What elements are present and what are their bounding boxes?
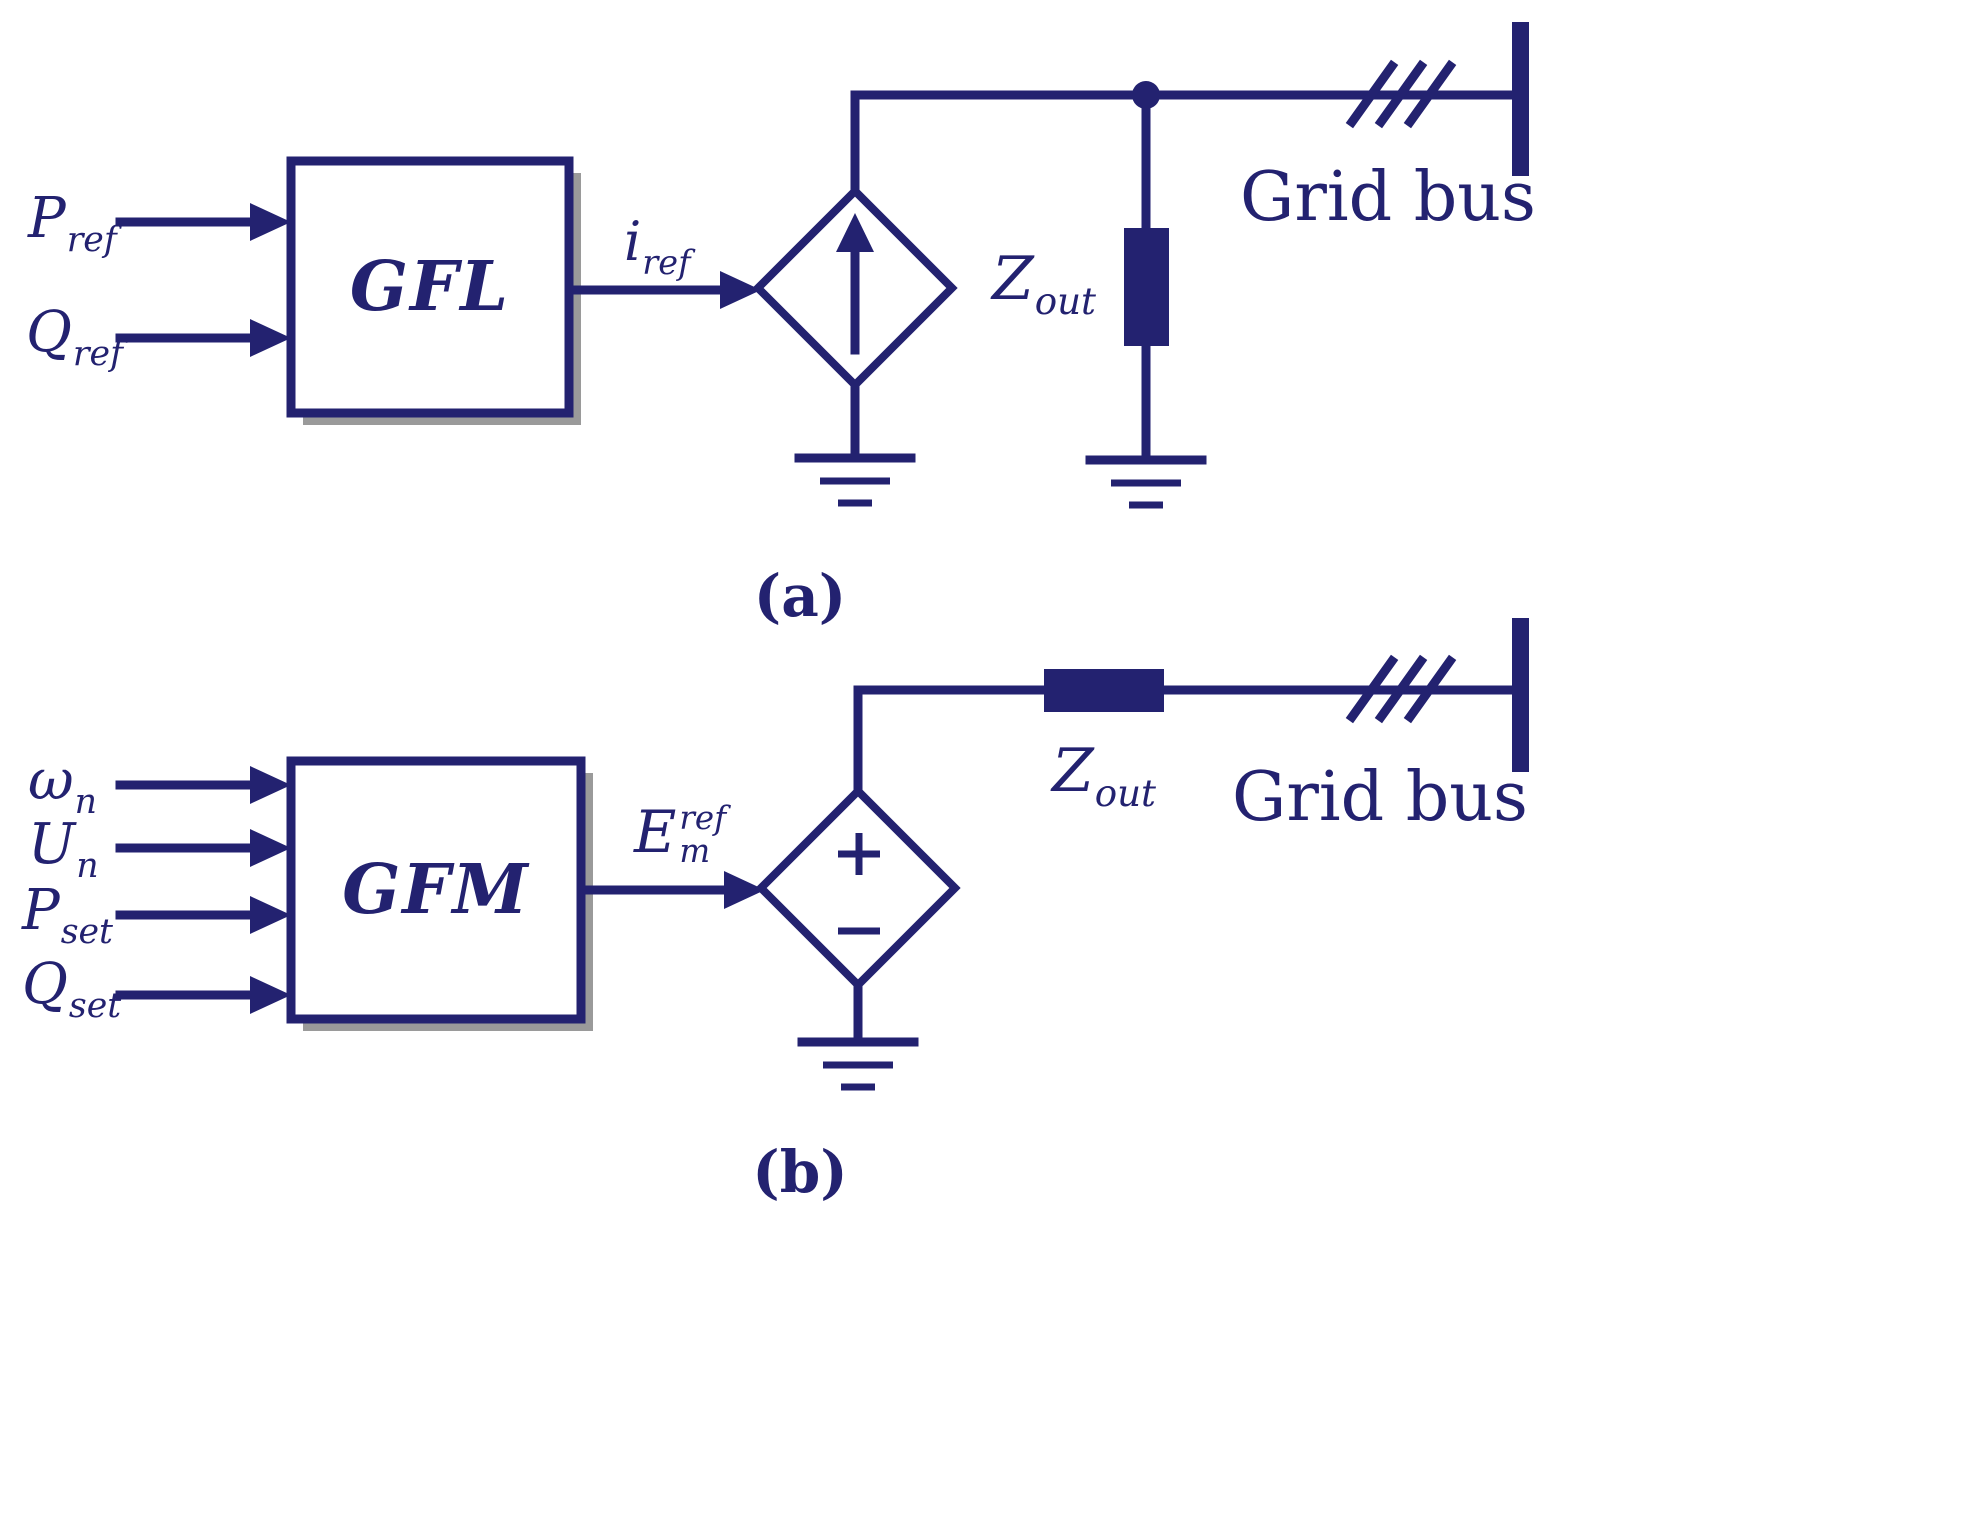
label-qref: Qref (26, 300, 123, 375)
input-arrow-pref (115, 203, 291, 241)
input-arrow-omega (115, 766, 291, 804)
gfm-block (286, 756, 586, 1024)
label-zout-a: Zout (992, 244, 1096, 323)
current-arrow-icon (836, 213, 874, 355)
input-arrow-qset (115, 976, 291, 1014)
input-arrow-qref (115, 319, 291, 357)
input-arrow-pset (115, 896, 291, 934)
gfl-label: GFL (349, 247, 511, 327)
circuit-a (115, 22, 1529, 509)
break-slashes-b (1345, 654, 1457, 724)
impedance-rect-a (1124, 228, 1169, 346)
current-source-symbol (752, 185, 958, 391)
caption-a: (a) (753, 562, 847, 630)
input-arrow-un (115, 829, 291, 867)
ground-icon-b (797, 1037, 919, 1091)
gfm-label: GFM (342, 850, 530, 930)
label-omega-n: ωn (28, 748, 98, 823)
label-un: Un (28, 812, 99, 887)
output-arrow-em (576, 871, 765, 909)
label-iref: iref (624, 210, 691, 282)
ground-icon-a-left (794, 453, 916, 507)
gfl-block (286, 156, 574, 418)
label-qset: Qset (22, 952, 122, 1027)
voltage-source-symbol (755, 785, 961, 991)
label-grid-bus-a: Grid bus (1240, 158, 1536, 237)
caption-b: (b) (752, 1138, 848, 1206)
ground-icon-a-right (1085, 455, 1207, 509)
label-pref: Pref (28, 186, 117, 261)
break-slashes-a (1345, 59, 1457, 129)
output-arrow-iref (564, 271, 761, 309)
circuit-b (115, 618, 1529, 1091)
bus-bar-a (1512, 22, 1529, 176)
impedance-rect-b (1044, 669, 1164, 712)
label-grid-bus-b: Grid bus (1232, 758, 1528, 837)
plus-symbol (838, 833, 880, 875)
bus-bar-b (1512, 618, 1529, 772)
label-pset: Pset (22, 878, 114, 953)
label-zout-b: Zout (1052, 736, 1156, 815)
